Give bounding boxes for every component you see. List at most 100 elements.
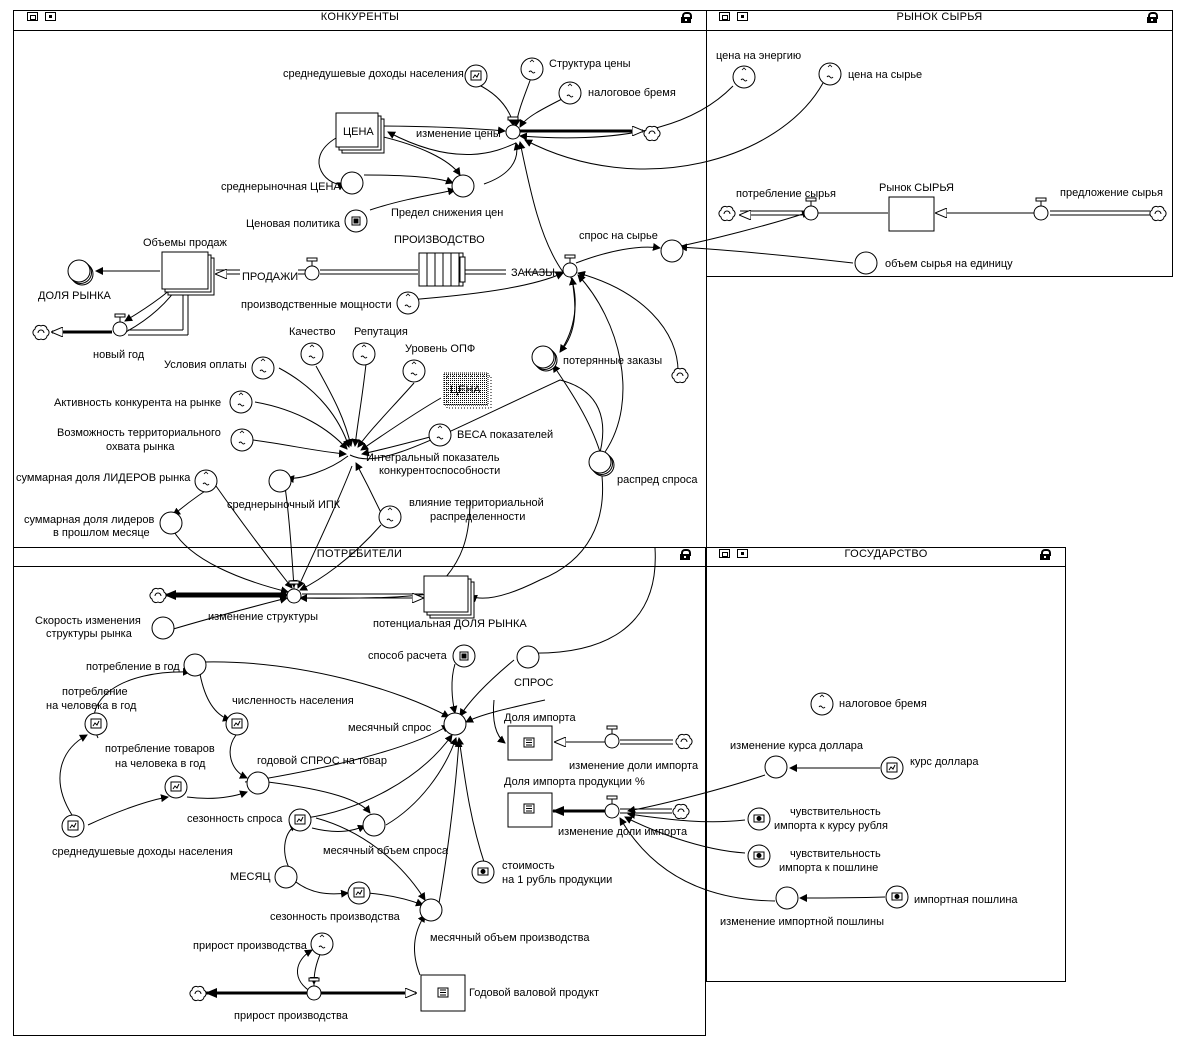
auxiliary-dollar[interactable]: [471, 860, 495, 884]
label-duty-change: изменение импортной пошлины: [720, 916, 884, 928]
label-income: среднедушевые доходы населения: [283, 68, 464, 80]
auxiliary-plain[interactable]: [340, 171, 364, 195]
label-reputation: Репутация: [354, 326, 408, 338]
auxiliary-box[interactable]: [452, 644, 476, 668]
label-cost-1: стоимость: [502, 860, 555, 872]
stock-potential-share[interactable]: [423, 575, 475, 619]
auxiliary-plain[interactable]: [159, 511, 183, 535]
label-tax-burden: налоговое бремя: [588, 87, 676, 99]
label-seasonality-demand: сезонность спроса: [187, 813, 283, 825]
auxiliary-graph[interactable]: [164, 775, 188, 799]
stock-production-conveyor[interactable]: [418, 252, 466, 287]
lock-icon[interactable]: [681, 12, 692, 23]
auxiliary-plain[interactable]: [443, 712, 467, 736]
labels: среднедушевые доходы населения Структура…: [16, 50, 1163, 1022]
panel-title: ПОТРЕБИТЕЛИ: [316, 548, 403, 560]
panel-view-toggle-icon[interactable]: [27, 12, 38, 21]
auxiliary-dollar[interactable]: [885, 885, 909, 909]
auxiliary-tilde[interactable]: [194, 469, 218, 493]
stock-import-product-share[interactable]: [507, 792, 553, 828]
label-import-share-change2: изменение доли импорта: [558, 826, 688, 838]
panel-view-toggle-icon[interactable]: [719, 549, 730, 558]
ghost-price-stock[interactable]: [443, 372, 492, 409]
auxiliary-graph[interactable]: [225, 712, 249, 736]
auxiliary-tilde[interactable]: [396, 291, 420, 315]
auxiliary-tilde[interactable]: [378, 505, 402, 529]
panel-window-icon[interactable]: [45, 12, 56, 21]
label-price-ghost: ЦЕНА: [450, 384, 481, 396]
auxiliary-tilde[interactable]: [428, 423, 452, 447]
auxiliary-graph[interactable]: [61, 814, 85, 838]
auxiliary-graph[interactable]: [880, 756, 904, 780]
auxiliary-plain[interactable]: [451, 174, 475, 198]
auxiliary-stack[interactable]: [588, 450, 615, 477]
auxiliary-tilde[interactable]: [402, 359, 426, 383]
label-calc-method: способ расчета: [368, 650, 448, 662]
panel-window-icon[interactable]: [737, 12, 748, 21]
auxiliary-dollar[interactable]: [747, 807, 771, 831]
auxiliary-box[interactable]: [344, 209, 368, 233]
auxiliary-plain[interactable]: [660, 239, 684, 263]
auxiliary-tilde[interactable]: [251, 356, 275, 380]
auxiliary-graph[interactable]: [84, 712, 108, 736]
cloud-source-sink-icon: [672, 803, 690, 820]
panel-potrebiteli: ПОТРЕБИТЕЛИ: [13, 547, 706, 1036]
flow-valve[interactable]: [562, 254, 578, 278]
auxiliary-dollar[interactable]: [747, 844, 771, 868]
auxiliary-tilde[interactable]: [818, 62, 842, 86]
auxiliary-plain[interactable]: [764, 755, 788, 779]
label-price-policy: Ценовая политика: [246, 218, 341, 230]
stock-sales-volumes[interactable]: [161, 251, 215, 296]
auxiliary-tilde[interactable]: [300, 342, 324, 366]
auxiliary-plain[interactable]: [246, 771, 270, 795]
auxiliary-tilde[interactable]: [229, 390, 253, 414]
auxiliary-plain[interactable]: [362, 813, 386, 837]
stock-import-share[interactable]: [507, 725, 553, 761]
label-price-change: изменение цены: [416, 128, 501, 140]
cloud-source-sink-icon: [189, 985, 207, 1002]
flow-valve[interactable]: [803, 197, 819, 221]
auxiliary-plain[interactable]: [516, 645, 540, 669]
flow-valve[interactable]: [604, 725, 620, 749]
flow-valve[interactable]: [304, 257, 320, 281]
auxiliary-plain[interactable]: [274, 865, 298, 889]
lock-icon[interactable]: [680, 549, 691, 560]
auxiliary-plain[interactable]: [854, 251, 878, 275]
auxiliary-tilde[interactable]: [810, 692, 834, 716]
auxiliary-plain[interactable]: [419, 898, 443, 922]
flow-valve[interactable]: [604, 795, 620, 819]
stock-price[interactable]: [335, 112, 385, 154]
auxiliary-plain[interactable]: [151, 616, 175, 640]
flow-valve[interactable]: [286, 580, 302, 604]
flow-valve[interactable]: [306, 977, 322, 1001]
label-energy-price: цена на энергию: [716, 50, 801, 62]
auxiliary-plain[interactable]: [268, 469, 292, 493]
auxiliary-tilde[interactable]: [732, 65, 756, 89]
stock-raw-market[interactable]: [888, 196, 935, 232]
auxiliary-tilde[interactable]: [352, 342, 376, 366]
auxiliary-graph[interactable]: [347, 881, 371, 905]
panel-window-icon[interactable]: [737, 549, 748, 558]
label-sens-rub-2: импорта к курсу рубля: [774, 820, 888, 832]
lock-icon[interactable]: [1040, 549, 1051, 560]
lock-icon[interactable]: [1147, 12, 1158, 23]
auxiliary-graph[interactable]: [464, 64, 488, 88]
auxiliary-tilde[interactable]: [520, 57, 544, 81]
label-demand-raw: спрос на сырье: [579, 230, 658, 242]
auxiliary-tilde[interactable]: [558, 81, 582, 105]
label-ipk-2: конкурентоспособности: [379, 465, 500, 477]
auxiliary-plain[interactable]: [775, 886, 799, 910]
auxiliary-stack[interactable]: [531, 345, 558, 372]
auxiliary-graph[interactable]: [288, 808, 312, 832]
auxiliary-tilde[interactable]: [310, 932, 334, 956]
flow-valve[interactable]: [505, 116, 521, 140]
auxiliary-plain[interactable]: [183, 653, 207, 677]
label-coverage-2: охвата рынка: [106, 441, 175, 453]
flow-valve[interactable]: [112, 313, 128, 337]
auxiliary-stack[interactable]: [67, 259, 94, 286]
panel-view-toggle-icon[interactable]: [719, 12, 730, 21]
flow-valve[interactable]: [1033, 197, 1049, 221]
label-import-duty: импортная пошлина: [914, 894, 1018, 906]
auxiliary-tilde[interactable]: [230, 428, 254, 452]
stock-gdp[interactable]: [420, 974, 466, 1012]
